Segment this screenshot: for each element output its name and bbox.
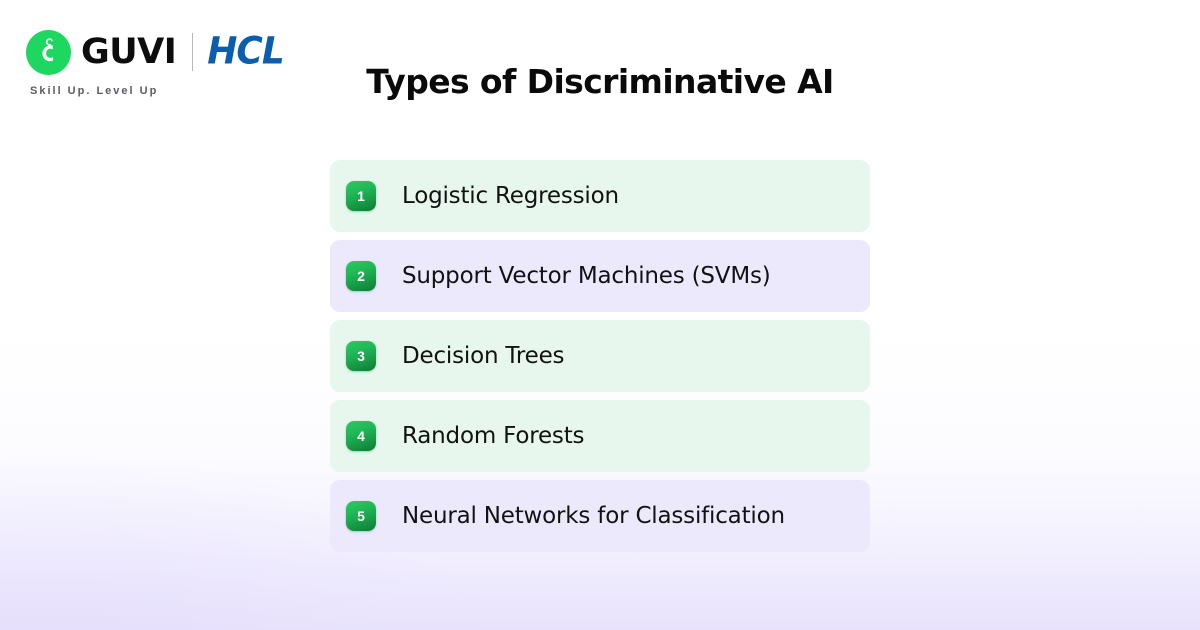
list-item[interactable]: 3 Decision Trees [330,320,870,392]
list-item-label: Logistic Regression [402,183,619,209]
brand-divider-icon [192,33,194,71]
guvi-g-logomark-icon [26,29,71,75]
brand-lockup: GUVI HCL Skill Up. Level Up [26,28,326,97]
page-title: Types of Discriminative AI [366,62,834,101]
slide-header: GUVI HCL Skill Up. Level Up Types of Dis… [0,0,1200,130]
guvi-wordmark: GUVI [81,31,177,72]
list-item-label: Random Forests [402,423,585,449]
brand-logo-row: GUVI HCL [26,28,326,76]
list-item-number-badge: 5 [346,501,376,531]
list-item-label: Support Vector Machines (SVMs) [402,263,771,289]
list-item[interactable]: 1 Logistic Regression [330,160,870,232]
list-item[interactable]: 5 Neural Networks for Classification [330,480,870,552]
types-list: 1 Logistic Regression 2 Support Vector Mach… [330,160,870,552]
list-item-number-badge: 3 [346,341,376,371]
list-item[interactable]: 4 Random Forests [330,400,870,472]
list-item-number-badge: 2 [346,261,376,291]
brand-tagline: Skill Up. Level Up [30,85,159,97]
list-item-number-badge: 4 [346,421,376,451]
list-item[interactable]: 2 Support Vector Machines (SVMs) [330,240,870,312]
hcl-wordmark: HCL [207,29,284,73]
list-item-number-badge: 1 [346,181,376,211]
list-item-label: Neural Networks for Classification [402,503,785,529]
list-item-label: Decision Trees [402,343,565,369]
